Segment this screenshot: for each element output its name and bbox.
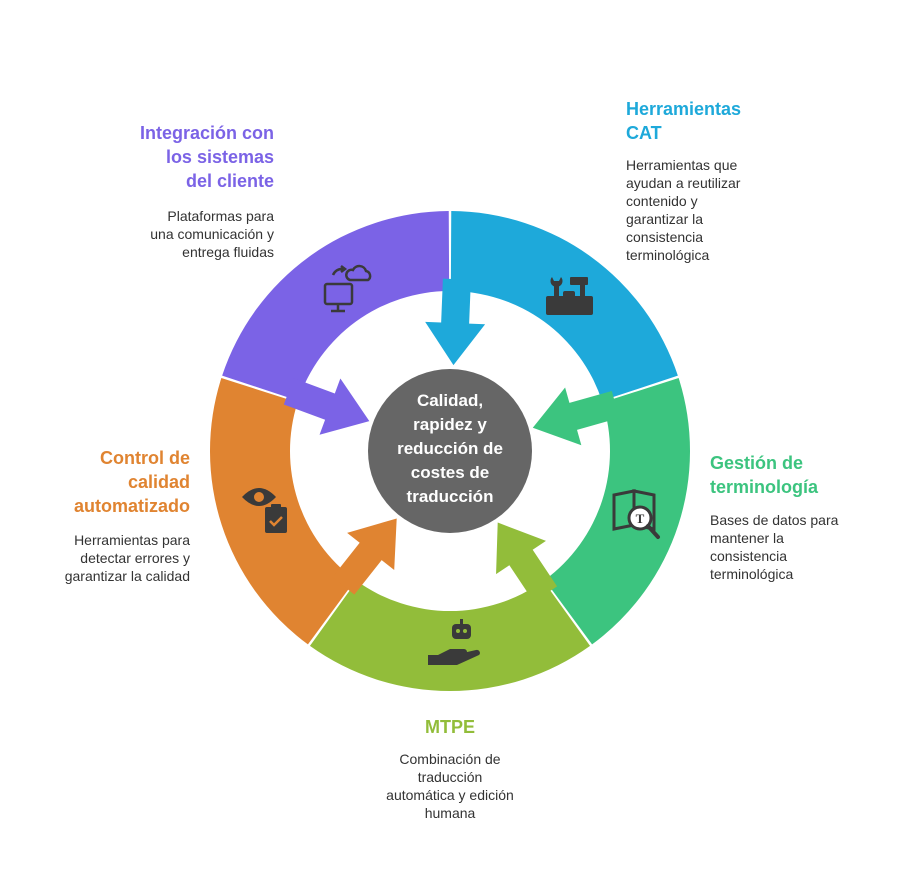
terminologia-title: Gestión de terminología (710, 453, 819, 497)
integracion-description: Plataformas para una comunicación y entr… (150, 208, 274, 260)
cat-arrow (425, 278, 486, 366)
calidad-description: Herramientas para detectar errores y gar… (64, 532, 190, 584)
mtpe-description: Combinación de traducción automática y e… (386, 751, 514, 821)
cat-title: Herramientas CAT (626, 99, 742, 143)
center-circle (368, 369, 532, 533)
mtpe-arrow (496, 522, 558, 602)
terminologia-segment (544, 378, 691, 645)
monitor-cloud-icon (323, 264, 372, 313)
terminologia-description: Bases de datos para mantener la consiste… (710, 512, 839, 582)
robot-hand-icon (428, 619, 480, 665)
mtpe-title: MTPE (424, 717, 475, 737)
calidad-arrow (332, 518, 397, 595)
eye-clipboard-icon (242, 488, 287, 533)
integracion-title: Integración con los sistemas del cliente (139, 123, 274, 191)
integracion-arrow (283, 378, 370, 435)
svg-text:T: T (636, 511, 645, 526)
integracion-segment (222, 211, 450, 401)
cat-description: Herramientas que ayudan a reutilizar con… (626, 157, 741, 263)
center-label: Calidad, rapidez y reducción de costes d… (397, 391, 503, 506)
toolbox-icon (546, 277, 593, 315)
calidad-title: Control de calidad automatizado (73, 448, 190, 516)
terminologia-arrow (532, 387, 620, 446)
book-search-icon: T (612, 489, 660, 539)
mtpe-segment (309, 580, 591, 691)
